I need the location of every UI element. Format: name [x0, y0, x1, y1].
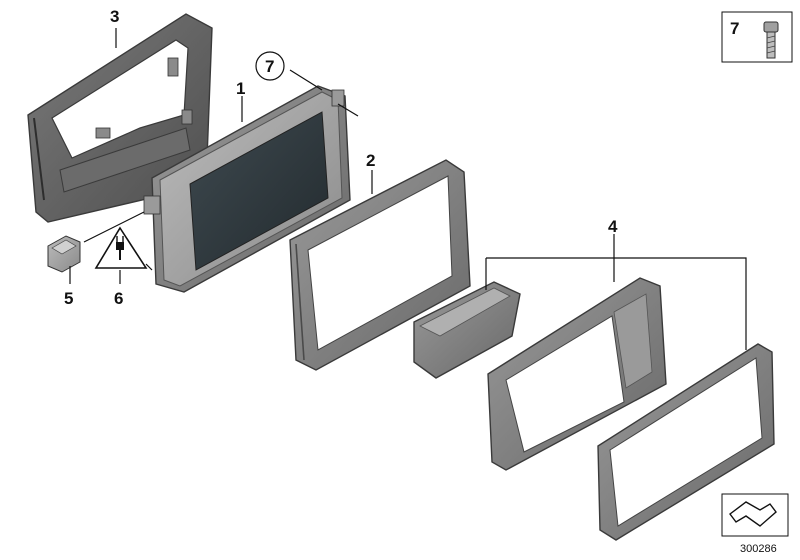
leader-lines [69, 28, 747, 350]
legend-label-7: 7 [730, 19, 739, 38]
small-bracket-part [413, 281, 521, 379]
callout-6: 6 [114, 289, 123, 308]
frame-part-2 [289, 159, 471, 371]
callout-7-circle [255, 51, 285, 81]
callout-5: 5 [64, 289, 73, 308]
connector-part-5 [47, 235, 81, 273]
callout-2: 2 [366, 151, 375, 170]
callout-4: 4 [608, 217, 618, 236]
bezel-part-4 [597, 343, 775, 541]
callout-3: 3 [110, 7, 119, 26]
callouts: 3 1 7 2 4 5 6 [64, 7, 618, 308]
electrical-warning-icon [94, 226, 148, 269]
trim-frame-part-4 [487, 277, 667, 471]
screw-legend-box: 7 [721, 11, 793, 63]
arrow-icon [721, 493, 789, 537]
screw-icon [763, 21, 779, 59]
reference-number: 300286 [740, 543, 777, 555]
callout-1: 1 [236, 79, 245, 98]
callout-7-circled: 7 [265, 57, 274, 76]
display-part-1 [143, 85, 351, 293]
